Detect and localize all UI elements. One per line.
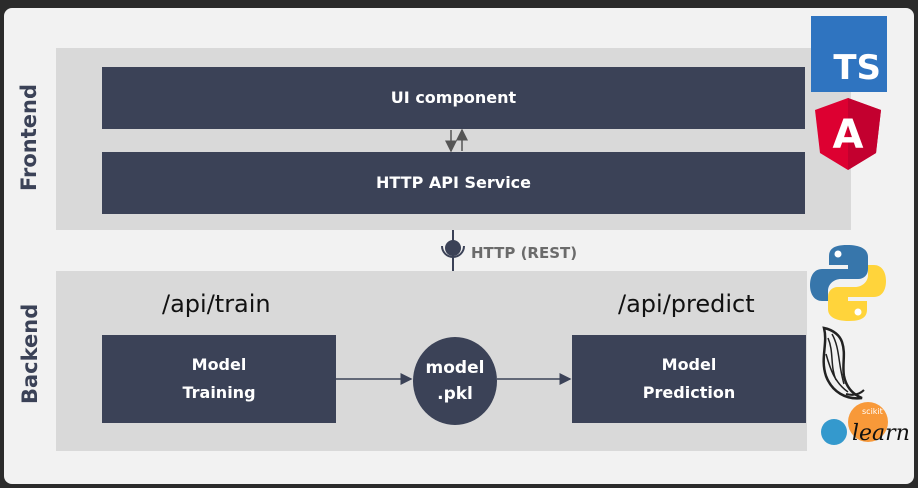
model-pkl-node: model .pkl [413, 337, 497, 425]
model-training-line2: Training [182, 383, 256, 402]
model-pkl-line2: .pkl [437, 384, 473, 404]
sklearn-logo-icon: scikit learn [821, 402, 910, 446]
http-api-service-box: HTTP API Service [102, 152, 805, 214]
predict-route-label: /api/predict [618, 290, 755, 318]
python-logo-icon [810, 245, 886, 321]
sklearn-text: learn [852, 421, 910, 446]
angular-logo-icon: A [815, 98, 881, 170]
http-rest-label: HTTP (REST) [471, 244, 578, 262]
model-pkl-line1: model [425, 358, 485, 378]
model-training-line1: Model [191, 355, 247, 374]
flask-logo-icon [822, 326, 865, 400]
angular-logo-text: A [833, 112, 864, 158]
model-prediction-line1: Model [661, 355, 717, 374]
http-api-service-label: HTTP API Service [375, 173, 532, 192]
sklearn-small-text: scikit [862, 407, 883, 416]
model-prediction-box: Model Prediction [572, 335, 806, 423]
typescript-logo-text: TS [833, 48, 881, 88]
model-training-box: Model Training [102, 335, 336, 423]
train-route-label: /api/train [162, 290, 271, 318]
model-prediction-line2: Prediction [642, 383, 736, 402]
ui-component-box: UI component [102, 67, 805, 129]
ui-component-label: UI component [390, 88, 517, 107]
http-connector-dot [445, 240, 461, 256]
http-connector-socket [441, 245, 465, 258]
typescript-logo-icon: TS [811, 16, 887, 92]
